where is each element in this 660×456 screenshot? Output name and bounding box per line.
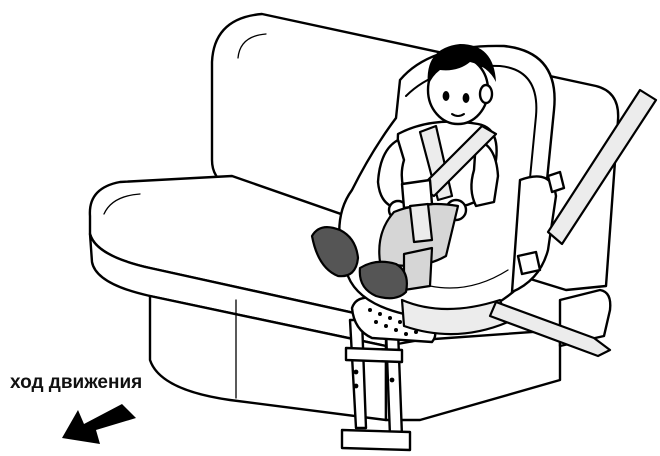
arrow-down-left-icon — [62, 404, 136, 444]
direction-of-travel-label: ход движения — [10, 372, 142, 394]
